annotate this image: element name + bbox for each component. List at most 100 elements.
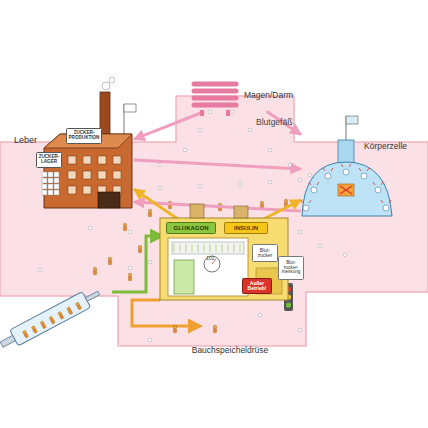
meter-scale [172,242,244,254]
figure-body [68,309,73,314]
flow-arrow [135,160,300,169]
window [68,171,76,179]
pancreas-wall [160,218,288,300]
sugar-cube [54,178,59,183]
window [83,186,91,194]
flow-arrow [135,190,182,222]
sugar-molecule [38,268,42,272]
cell-gate [343,169,349,175]
figure-body [284,203,287,207]
meter-tick [240,244,241,252]
figure-body [108,261,111,265]
meter-tick [174,244,175,252]
window [98,156,106,164]
meter-tick [222,244,223,252]
cell-gate [325,173,331,179]
window [83,156,91,164]
injection-path [112,236,162,292]
window [113,156,121,164]
sugar-cube [42,190,47,195]
smoke [102,82,110,90]
meter-tick [216,244,217,252]
figure-head [93,267,96,270]
intestine-loop [194,82,236,87]
sugar-molecule [298,230,302,234]
figure-head [213,325,216,328]
meter-tick [210,244,211,252]
cell-gate [303,205,309,211]
crate [234,206,248,218]
node-text: ZUCKER-LAGER [37,153,61,167]
meter-tick [192,244,193,252]
sugar-molecule [268,148,272,152]
figure-body [213,329,216,333]
meter-tick [228,244,229,252]
sugar-molecule [208,110,212,114]
figure-body [77,305,82,310]
blocked-mark [340,186,352,194]
glucagon-door [174,260,194,294]
sugar-molecule [248,128,252,132]
sugar-molecule [183,148,187,152]
sugar-molecule [288,163,292,167]
cell-gate [361,173,367,179]
meter-tick [198,244,199,252]
figure-body [123,227,126,231]
flow-arrow [135,202,300,211]
sugar-molecule [343,253,347,257]
hormone-path [132,300,200,326]
sugar-molecule [128,230,132,234]
sugar-molecule [158,163,162,167]
figure-body [33,328,38,333]
sugar-cube [54,172,59,177]
syringe-plunger [0,335,15,347]
node-text: ZUCKER-PRODUKTION [67,129,101,143]
figure-body [93,271,96,275]
cell-core [338,184,354,196]
cell-dome [302,162,392,216]
control-panel [168,238,248,296]
sugar-molecule [198,128,202,132]
lock-spark [373,182,383,185]
node-text: Außer Betrieb! [243,279,271,293]
node-text: INSULIN [225,223,267,233]
lock-spark [301,200,311,203]
stomach-intestine: Magen/Darm [188,80,300,112]
figure-head [128,273,131,276]
figure-head [218,203,221,206]
figure-head [138,245,141,248]
syringe [0,285,103,353]
node-text: Blut-zucker-messung [279,257,303,279]
cell-gate [375,187,381,193]
meter-tick [186,244,187,252]
body-cell: Körperzelle [300,118,412,226]
window [83,171,91,179]
free-label: Blutgefäß [256,118,292,127]
lock-spark [323,168,333,171]
display-sign: Blut-zucker [252,244,278,262]
free-label: 100 [206,256,214,261]
sensor-sign: Blut-zucker-messung [278,256,304,280]
sugar-cube [54,184,59,189]
sugar-molecule [258,313,262,317]
lock-spark [381,200,391,203]
sugar-cube [42,172,47,177]
window [68,156,76,164]
figure-body [50,319,55,324]
sugar-molecule [148,260,152,264]
sugar-molecule [158,186,162,190]
sugar-molecule [298,178,302,182]
intestine-loop [194,89,236,94]
factory-wall [44,134,132,208]
figure-body [148,213,151,217]
figure-body [138,249,141,253]
sugar-molecule [298,328,302,332]
sugar-cube [48,172,53,177]
meter-tick [204,244,205,252]
figure-head [173,325,176,328]
window [68,186,76,194]
figure-body [168,205,171,209]
meter-tick [180,244,181,252]
sugar-cube [48,178,53,183]
